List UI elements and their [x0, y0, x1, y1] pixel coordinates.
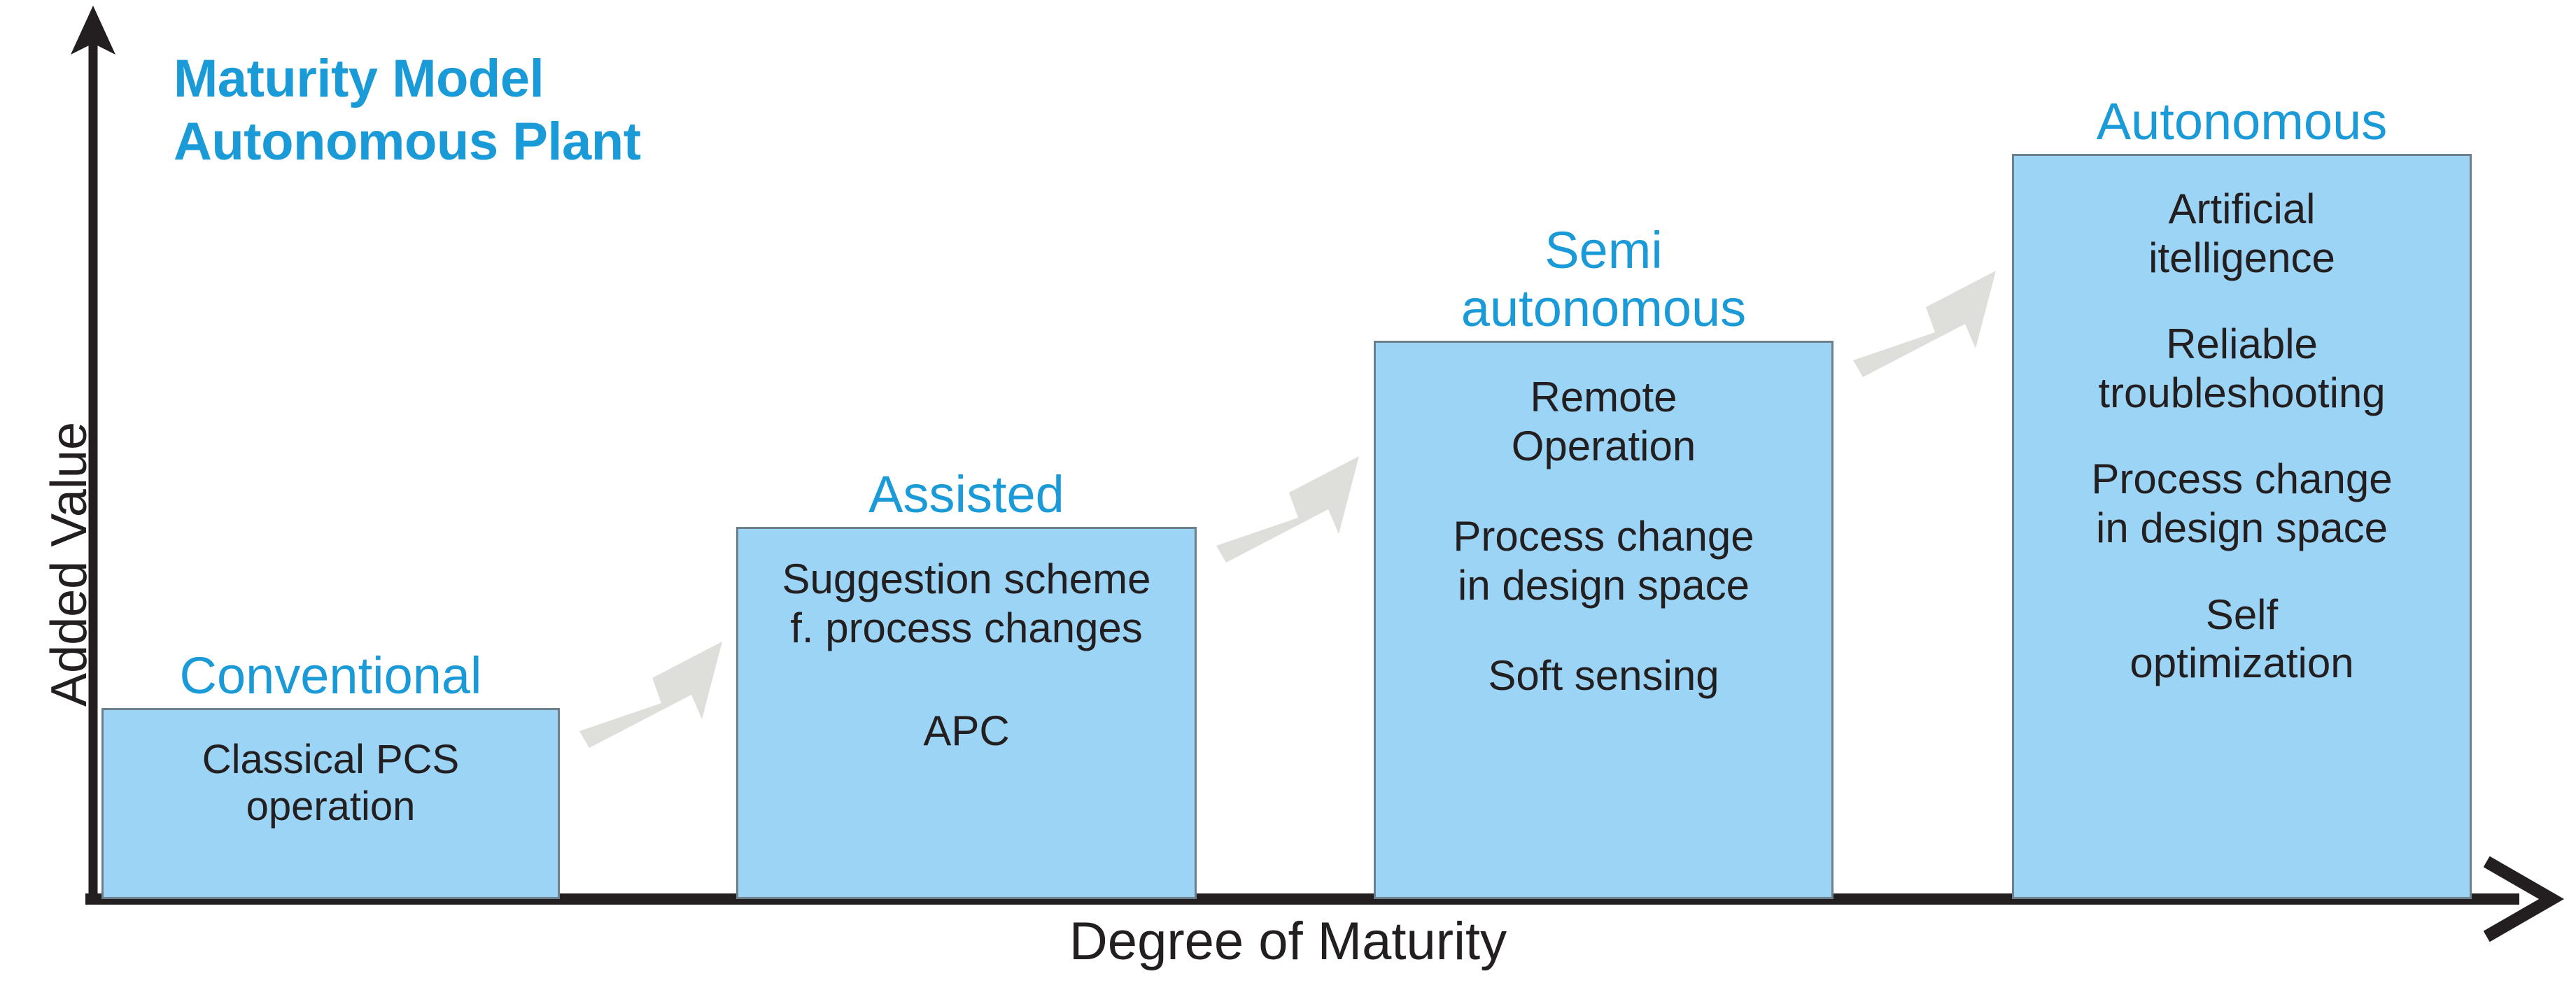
y-axis-label: Added Value [41, 421, 97, 707]
stage-assisted-items: Suggestion scheme f. process changes APC [736, 527, 1197, 899]
arrow-conventional-to-assisted [579, 642, 722, 748]
stage-label-line: autonomous [1461, 279, 1747, 338]
title-line-1: Maturity Model [174, 49, 544, 108]
stage-semi-autonomous-label: Semi autonomous [1461, 221, 1747, 338]
arrow-assisted-to-semi-autonomous [1216, 456, 1359, 563]
stage-autonomous[interactable]: Autonomous Artificial itelligence Reliab… [2012, 92, 2472, 899]
stage-autonomous-label: Autonomous [2096, 92, 2388, 151]
list-item: Reliable troubleshooting [2098, 320, 2386, 416]
stage-semi-autonomous-items: Remote Operation Process change in desig… [1374, 341, 1834, 899]
stage-autonomous-items: Artificial itelligence Reliable troubles… [2012, 154, 2472, 899]
list-item: Soft sensing [1488, 652, 1719, 700]
stage-label-line: Assisted [868, 465, 1064, 524]
x-axis-label: Degree of Maturity [1069, 912, 1507, 971]
stage-assisted[interactable]: Assisted Suggestion scheme f. process ch… [736, 465, 1197, 899]
stage-conventional-items: Classical PCS operation [101, 708, 560, 899]
page-title: Maturity Model Autonomous Plant [174, 48, 641, 173]
list-item: Classical PCS operation [202, 737, 460, 830]
stage-assisted-bar[interactable] [736, 527, 1197, 899]
list-item: Process change in design space [1453, 513, 1754, 609]
stage-conventional-bar[interactable] [101, 708, 560, 899]
arrow-semi-autonomous-to-autonomous [1853, 271, 1996, 377]
stage-conventional[interactable]: Conventional Classical PCS operation [101, 646, 560, 899]
stage-autonomous-bar[interactable] [2012, 154, 2472, 899]
list-item: Self optimization [2130, 591, 2354, 687]
stage-label-line: Autonomous [2096, 92, 2388, 151]
list-item: APC [923, 707, 1010, 755]
stage-conventional-label: Conventional [179, 646, 482, 705]
stage-label-line: Semi [1544, 221, 1663, 280]
list-item: Process change in design space [2091, 455, 2393, 551]
stage-semi-autonomous-bar[interactable] [1374, 341, 1834, 899]
list-item: Artificial itelligence [2148, 185, 2335, 281]
title-line-2: Autonomous Plant [174, 111, 641, 171]
stage-assisted-label: Assisted [868, 465, 1064, 524]
stage-semi-autonomous[interactable]: Semi autonomous Remote Operation Process… [1374, 221, 1834, 899]
stage-label-line: Conventional [179, 646, 482, 705]
list-item: Suggestion scheme f. process changes [782, 556, 1151, 651]
list-item: Remote Operation [1511, 374, 1696, 469]
